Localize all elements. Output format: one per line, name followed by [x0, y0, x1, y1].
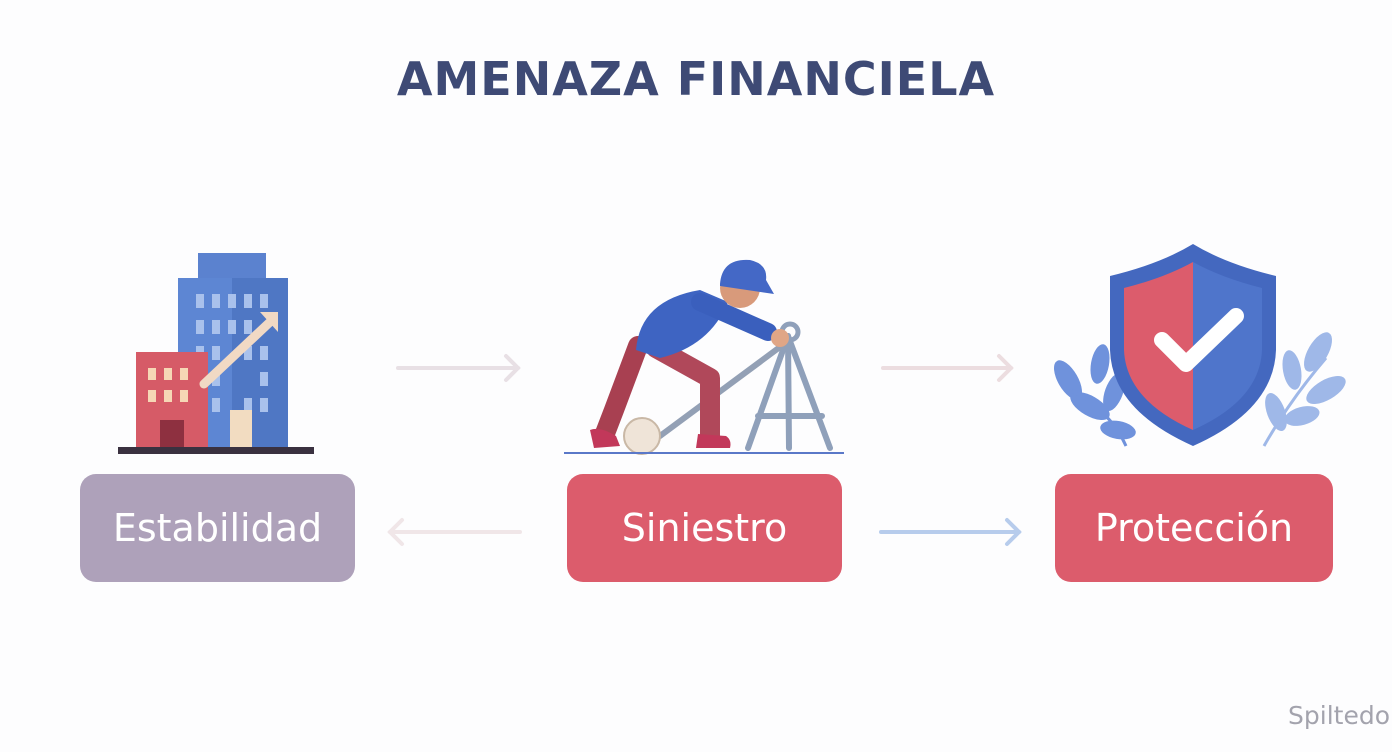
stage-box-proteccion: Protección [1055, 474, 1333, 582]
worker-accident-icon [564, 259, 844, 455]
buildings-growth-icon [118, 253, 314, 454]
arrow-bottom-left [387, 518, 522, 546]
arrow-top-right [881, 354, 1014, 382]
stage-label-siniestro: Siniestro [621, 506, 788, 550]
stage-label-proteccion: Protección [1094, 506, 1294, 550]
stage-label-estabilidad: Estabilidad [112, 506, 323, 550]
stage-box-siniestro: Siniestro [567, 474, 842, 582]
arrow-bottom-right [879, 518, 1022, 546]
arrow-top-left [396, 354, 521, 382]
watermark-logo: Spiltedo [1288, 701, 1390, 730]
shield-check-icon [1054, 244, 1346, 447]
diagram-title: AMENAZA FINANCIELA [396, 52, 996, 106]
stage-box-estabilidad: Estabilidad [80, 474, 355, 582]
